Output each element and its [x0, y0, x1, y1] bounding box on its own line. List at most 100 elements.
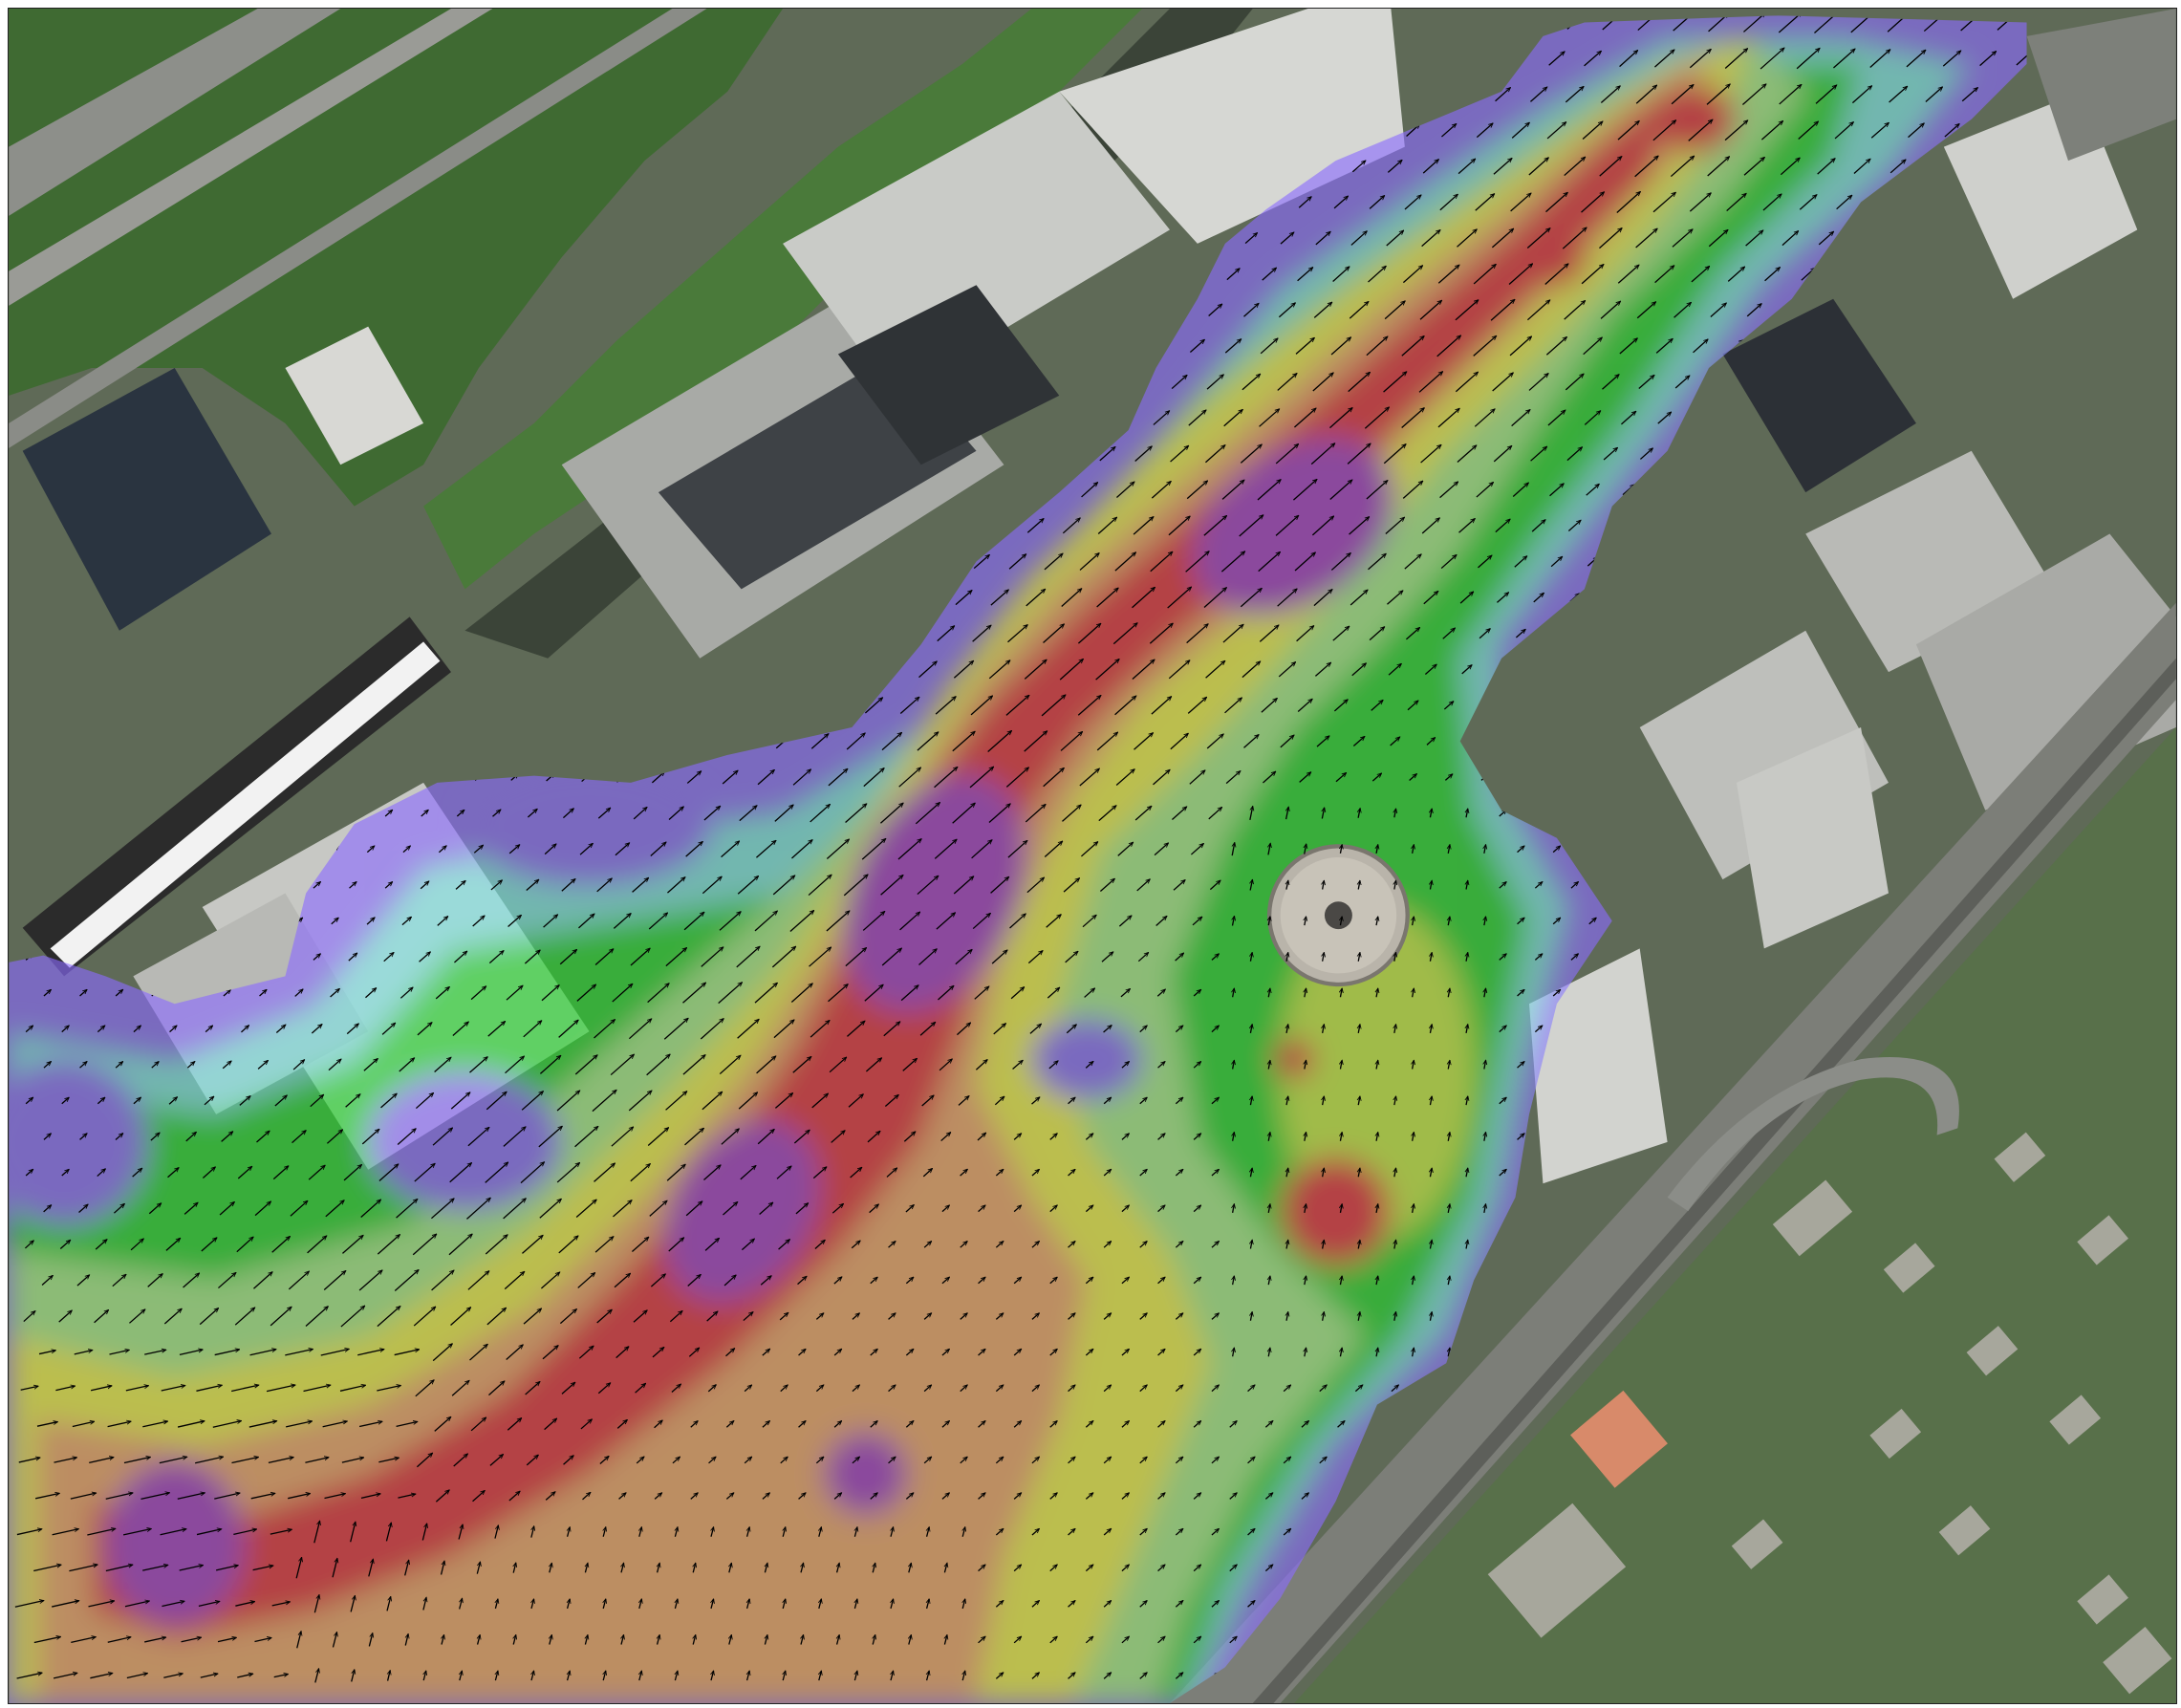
flow-arrow: [1491, 228, 1513, 249]
flow-arrow: [1154, 843, 1168, 856]
flow-arrow: [1925, 87, 1943, 102]
residential-area: [1487, 1132, 2172, 1695]
flow-arrow: [1566, 447, 1583, 462]
flow-arrow: [1044, 553, 1063, 571]
flow-arrow: [1889, 86, 1908, 103]
flow-arrow: [1436, 335, 1461, 357]
flow-arrow: [1024, 731, 1047, 752]
flow-arrow: [1314, 662, 1330, 677]
flow-arrow: [1430, 880, 1432, 890]
flow-arrow: [1366, 336, 1388, 357]
flow-arrow: [810, 804, 831, 823]
flow-arrow: [1448, 845, 1450, 854]
flow-arrow: [1081, 483, 1098, 498]
flow-arrow: [1444, 774, 1453, 781]
flow-arrow: [1350, 590, 1368, 606]
flow-arrow: [1115, 769, 1134, 786]
flow-arrow: [1404, 195, 1421, 210]
flow-arrow: [1368, 266, 1387, 283]
flow-arrow: [1528, 158, 1549, 176]
flow-arrow: [1565, 374, 1584, 391]
flow-arrow: [331, 918, 339, 925]
flow-arrow: [1617, 265, 1639, 284]
flow-arrow: [937, 626, 955, 642]
flow-arrow: [1600, 86, 1620, 103]
flow-arrow: [1652, 192, 1675, 213]
flow-arrow: [1833, 49, 1855, 69]
flow-arrow: [1173, 880, 1185, 891]
flow-arrow: [544, 844, 556, 855]
flow-arrow: [1299, 772, 1311, 783]
flow-arrow: [561, 879, 575, 892]
flow-arrow: [1495, 519, 1510, 533]
flow-arrow: [543, 915, 558, 928]
flow-arrow: [632, 877, 649, 893]
flow-arrow: [402, 846, 411, 854]
flow-arrow: [1979, 52, 1997, 67]
flow-arrow: [1007, 840, 1027, 858]
flow-arrow: [897, 839, 921, 860]
flow-arrow: [1466, 880, 1468, 890]
flow-arrow: [1316, 736, 1329, 747]
flow-arrow: [1581, 192, 1605, 213]
flow-arrow: [1348, 372, 1371, 393]
flow-arrow: [1096, 588, 1119, 608]
flow-arrow: [846, 733, 865, 750]
vegetation: [9, 9, 784, 507]
flow-arrow: [862, 911, 885, 931]
flow-arrow: [1187, 697, 1206, 714]
flow-arrow: [1295, 337, 1314, 355]
flow-arrow: [1383, 372, 1407, 393]
flow-arrow: [969, 767, 994, 789]
flow-arrow: [508, 845, 520, 854]
flow-arrow: [1340, 845, 1342, 854]
flow-arrow: [384, 882, 393, 889]
flow-arrow: [1459, 592, 1474, 604]
flow-arrow: [1190, 843, 1203, 855]
flow-arrow: [970, 696, 993, 716]
flow-arrow: [1258, 551, 1281, 573]
flow-arrow: [1421, 518, 1439, 534]
flow-arrow: [1796, 48, 1820, 70]
flow-arrow: [1655, 338, 1673, 354]
flow-arrow: [1286, 807, 1289, 820]
flow-arrow: [1706, 84, 1730, 105]
flow-arrow: [1688, 119, 1713, 141]
flow-arrow: [1440, 554, 1457, 570]
flow-arrow: [1384, 301, 1405, 320]
flow-arrow: [437, 917, 448, 926]
flow-arrow: [1490, 299, 1515, 321]
flow-arrow: [1455, 372, 1478, 393]
flow-arrow: [1149, 623, 1173, 644]
flow-arrow: [1869, 50, 1890, 68]
flow-arrow: [739, 806, 757, 822]
flow-arrow: [1347, 443, 1371, 465]
flow-arrow: [1293, 408, 1316, 428]
flow-arrow: [421, 810, 429, 817]
flow-arrow: [898, 768, 921, 788]
flow-arrow: [1224, 698, 1242, 714]
flow-arrow: [1371, 700, 1383, 711]
flow-arrow: [1080, 842, 1097, 857]
flow-arrow: [1586, 484, 1600, 496]
flow-arrow: [917, 732, 939, 751]
flow-arrow: [366, 846, 375, 854]
flow-arrow: [1079, 768, 1100, 787]
map-canvas[interactable]: [9, 9, 2176, 1703]
flow-arrow: [1112, 623, 1137, 645]
flow-arrow: [1323, 880, 1325, 890]
map-view[interactable]: [8, 8, 2177, 1704]
flow-arrow: [1205, 660, 1225, 679]
flow-arrow: [971, 840, 992, 859]
flow-arrow: [633, 807, 647, 820]
contour-band: [1653, 84, 1737, 154]
flow-arrow: [1351, 161, 1366, 173]
flow-arrow: [1634, 156, 1659, 178]
flow-arrow: [1961, 88, 1977, 102]
flow-arrow: [1297, 268, 1313, 282]
flow-arrow: [1944, 123, 1959, 138]
flow-arrow: [1133, 517, 1154, 535]
flow-arrow: [1570, 882, 1579, 889]
flow-arrow: [1674, 302, 1692, 318]
flow-arrow: [1263, 771, 1275, 784]
